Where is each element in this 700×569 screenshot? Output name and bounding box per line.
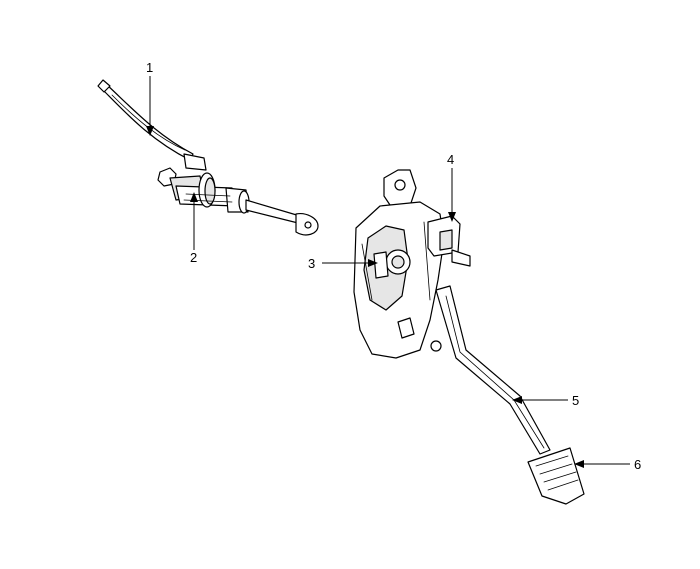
clutch-pedal-arm <box>435 285 551 455</box>
clutch-master-cylinder <box>157 167 319 236</box>
callout-5: 5 <box>512 393 579 408</box>
callout-label-1: 1 <box>146 60 153 75</box>
callout-2: 2 <box>190 192 198 265</box>
callout-6: 6 <box>574 457 641 472</box>
clutch-pedal-pad <box>527 447 585 505</box>
callout-label-3: 3 <box>308 256 315 271</box>
callout-3: 3 <box>308 256 378 271</box>
master-cylinder-hose <box>97 79 207 171</box>
callout-label-5: 5 <box>572 393 579 408</box>
callout-label-4: 4 <box>447 152 454 167</box>
callout-4: 4 <box>447 152 456 222</box>
pedal-bracket <box>353 169 445 359</box>
callout-1: 1 <box>146 60 154 136</box>
callout-label-2: 2 <box>190 250 197 265</box>
clutch-switch <box>427 215 471 267</box>
callout-label-6: 6 <box>634 457 641 472</box>
